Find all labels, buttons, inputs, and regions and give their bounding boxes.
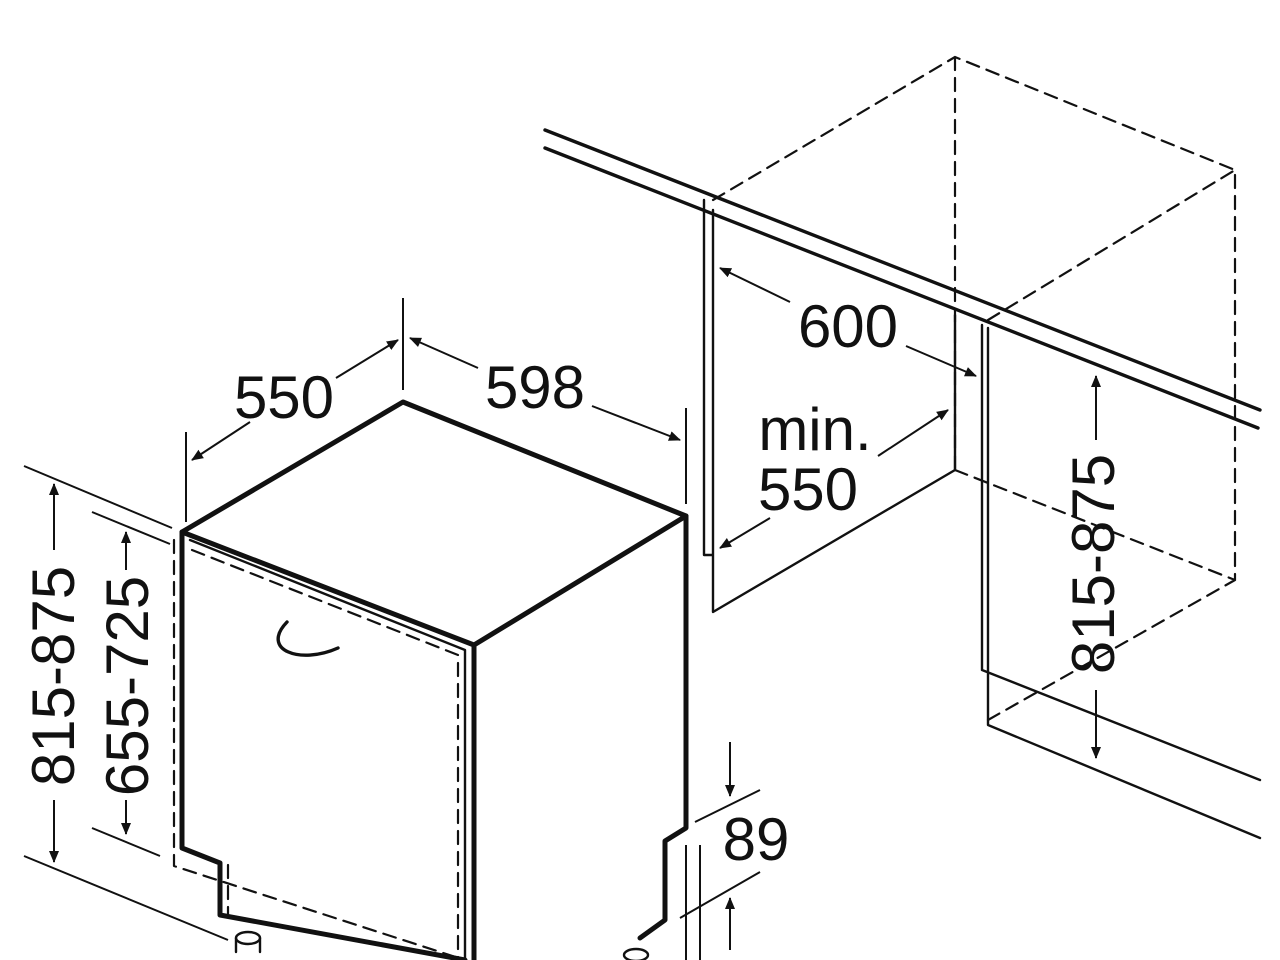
extension-line-floor-left — [23, 465, 229, 941]
appliance-front-outline — [179, 529, 468, 960]
niche-width-arrow-right — [905, 345, 977, 377]
depth-dimension-arrow-top — [335, 339, 399, 379]
installation-niche — [543, 55, 1262, 840]
extension-line-plinth — [679, 789, 761, 960]
niche-height-label: 815-875 — [1060, 454, 1127, 674]
niche-left-side-panel — [702, 198, 957, 614]
niche-min-depth-label-line1: min. — [758, 396, 871, 463]
appliance-door-dashed-outline — [172, 538, 467, 960]
appliance-top-outline — [179, 399, 689, 648]
handle-icon — [276, 620, 340, 657]
niche-depth-arrow-bottom — [719, 517, 771, 549]
width-dimension-arrow-left — [409, 337, 479, 369]
appliance-right-edges — [471, 513, 689, 960]
door-height-label: 655-725 — [94, 576, 161, 796]
depth-label: 550 — [234, 364, 334, 431]
plinth-height-label: 89 — [723, 806, 790, 873]
left-foot-icon — [234, 930, 262, 946]
appliance-height-label: 815-875 — [20, 566, 87, 786]
depth-dimension-arrow-bottom — [191, 421, 251, 461]
appliance-door-inner-edge — [188, 538, 467, 960]
niche-hidden-back-edges — [711, 55, 1237, 722]
niche-depth-arrow-top — [877, 409, 949, 457]
dimension-lines — [23, 267, 1101, 960]
left-foot-stem — [234, 936, 262, 954]
worktop-lines — [543, 128, 1262, 430]
width-label: 598 — [485, 354, 585, 421]
niche-width-arrow-left — [719, 267, 791, 303]
dimension-labels: 550 598 600 min. 550 815-875 815-875 655… — [20, 293, 1127, 873]
niche-min-depth-label-line2: 550 — [758, 456, 858, 523]
niche-right-side-panel — [953, 313, 1262, 840]
right-foot-icon — [622, 947, 650, 960]
dishwasher-appliance — [172, 399, 689, 960]
niche-width-label: 600 — [798, 293, 898, 360]
width-dimension-arrow-right — [591, 405, 681, 441]
